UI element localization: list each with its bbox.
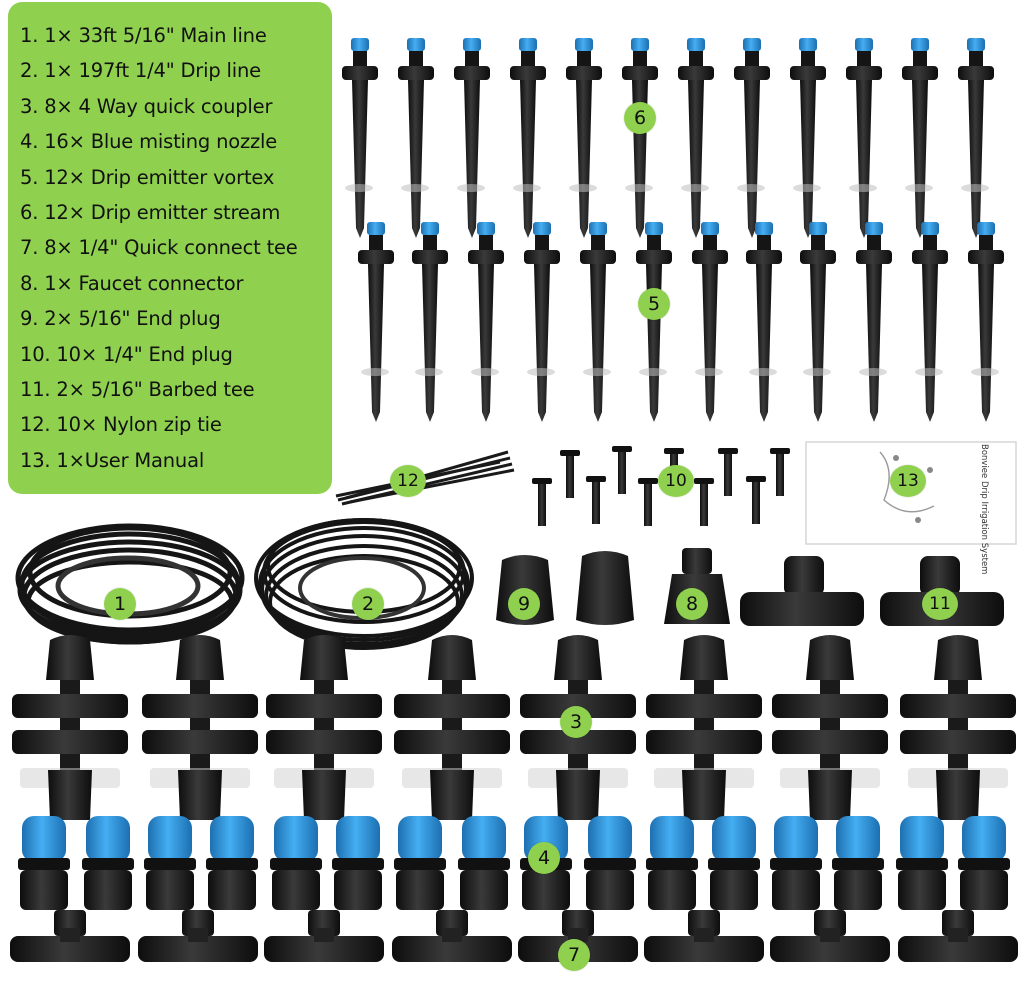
list-item: 10. 10× 1/4" End plug <box>20 342 233 366</box>
badge-9: 9 <box>508 588 540 620</box>
drip-line-tubing-coil <box>254 518 474 650</box>
quick-connect-tees <box>10 910 1018 962</box>
badge-10: 10 <box>658 465 694 497</box>
user-manual: Bonviee Drip Irrigation System <box>805 441 1017 574</box>
list-item: 9. 2× 5/16" End plug <box>20 307 221 331</box>
list-item: 12. 10× Nylon zip tie <box>20 413 222 437</box>
kit-contents-panel: 1. 1× 33ft 5/16" Main line 2. 1× 197ft 1… <box>8 2 332 494</box>
badge-3: 3 <box>560 706 592 738</box>
badge-4: 4 <box>528 842 560 874</box>
list-item: 1. 1× 33ft 5/16" Main line <box>20 24 267 47</box>
badge-7: 7 <box>558 939 590 971</box>
list-item: 7. 8× 1/4" Quick connect tee <box>20 236 298 260</box>
badge-8: 8 <box>676 588 708 620</box>
list-item: 8. 1× Faucet connector <box>20 271 244 295</box>
badge-13: 13 <box>890 465 926 497</box>
badge-1: 1 <box>104 588 136 620</box>
list-item: 3. 8× 4 Way quick coupler <box>20 94 273 118</box>
drip-emitter-stream-row <box>342 38 994 238</box>
main-line-tubing-coil <box>15 523 245 645</box>
barbed-tees <box>740 556 1004 626</box>
list-item: 11. 2× 5/16" Barbed tee <box>20 378 255 402</box>
badge-6: 6 <box>624 102 656 134</box>
list-item: 2. 1× 197ft 1/4" Drip line <box>20 59 261 83</box>
badge-5: 5 <box>638 288 670 320</box>
badge-11: 11 <box>922 588 958 620</box>
list-item: 5. 12× Drip emitter vortex <box>20 165 275 189</box>
list-item: 13. 1×User Manual <box>20 448 205 472</box>
blue-misting-nozzles <box>18 816 1010 910</box>
manual-title: Bonviee Drip Irrigation System <box>979 444 989 574</box>
list-item: 4. 16× Blue misting nozzle <box>20 130 278 154</box>
badge-2: 2 <box>352 588 384 620</box>
badge-12: 12 <box>390 465 426 497</box>
four-way-couplers <box>12 635 1016 820</box>
drip-emitter-vortex-row <box>358 222 1004 422</box>
list-item: 6. 12× Drip emitter stream <box>20 201 281 225</box>
kit-contents-list: 1. 1× 33ft 5/16" Main line 2. 1× 197ft 1… <box>20 18 324 478</box>
